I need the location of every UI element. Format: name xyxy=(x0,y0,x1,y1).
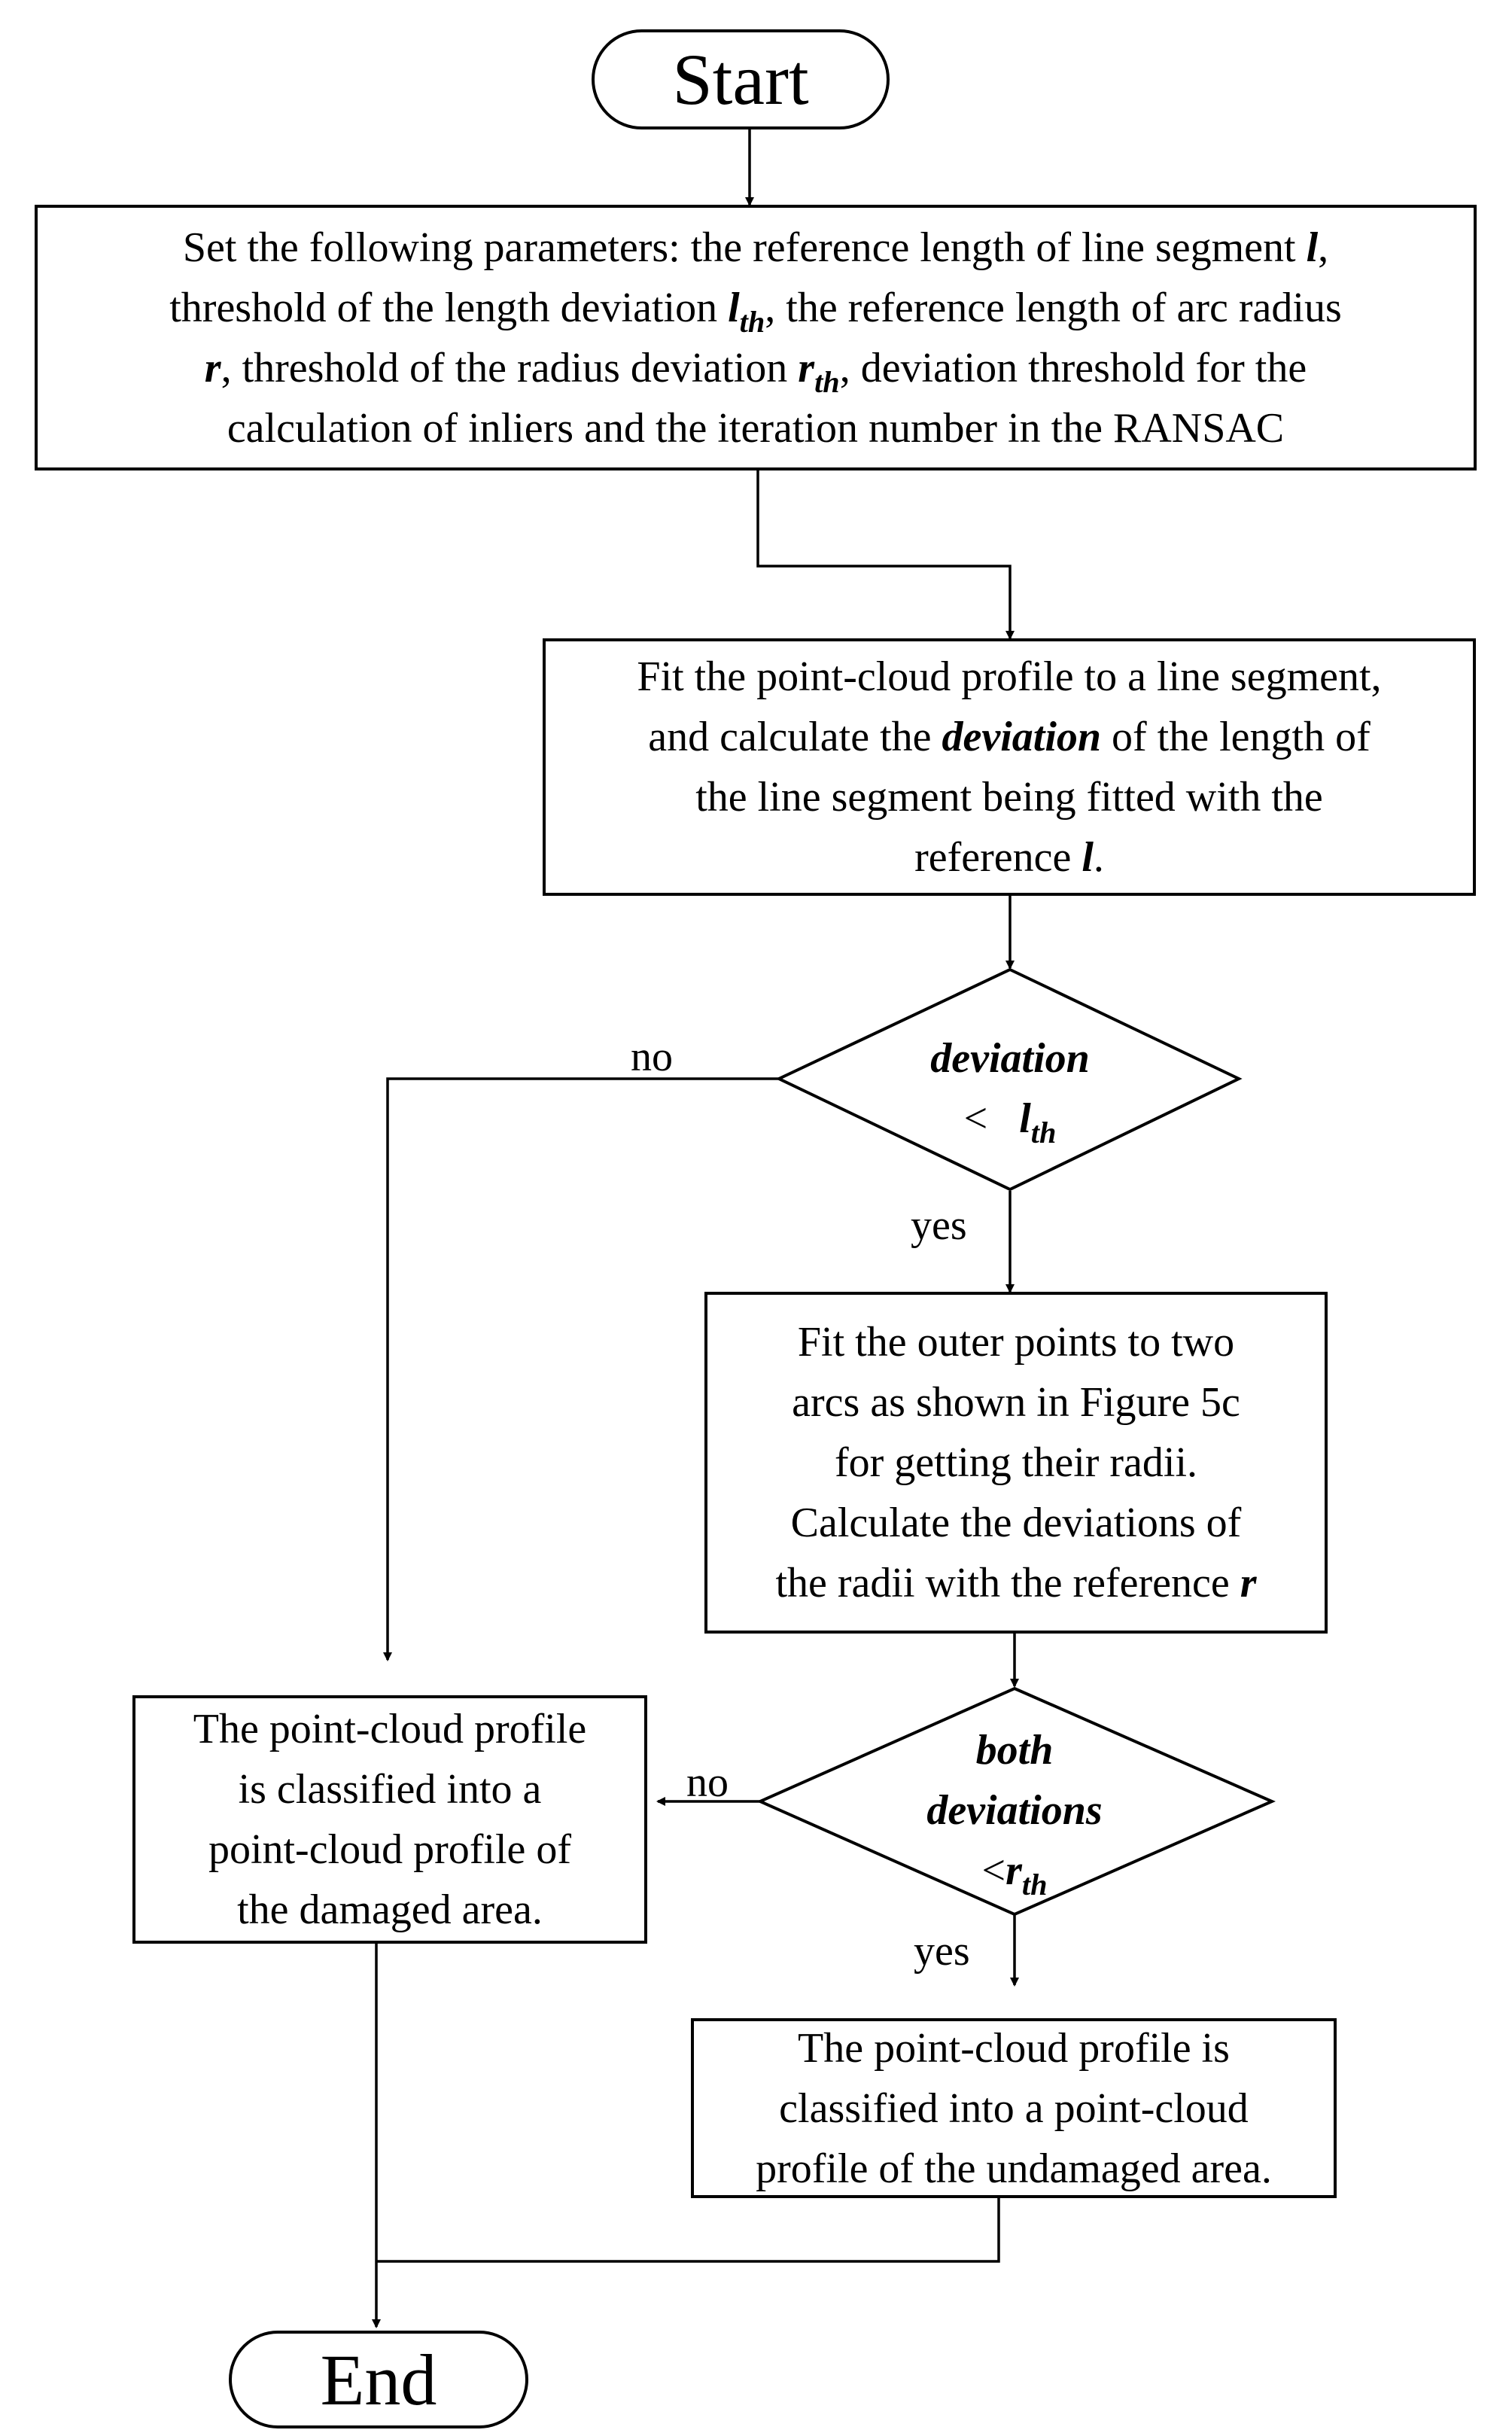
undamaged-line1: The point-cloud profile is xyxy=(798,2024,1230,2072)
line-undamaged-to-merge xyxy=(376,2198,1000,2263)
decision1-operator: < xyxy=(963,1095,988,1142)
params-text-3: threshold of the length deviation xyxy=(169,284,729,331)
fit-arcs-box: Fit the outer points to two arcs as show… xyxy=(704,1292,1328,1634)
fit-line-text: Fit the point-cloud profile to a line se… xyxy=(637,647,1381,888)
start-label: Start xyxy=(672,39,809,120)
symbol-l: l xyxy=(1306,224,1319,271)
start-terminal: Start xyxy=(592,29,890,129)
fit-line-deviation-term: deviation xyxy=(942,714,1102,760)
decision2-condition: <rth xyxy=(864,1841,1165,1901)
damaged-line3: point-cloud profile of xyxy=(208,1826,572,1873)
damaged-area-box: The point-cloud profile is classified in… xyxy=(132,1695,647,1944)
fit-line-text-3: the line segment being fitted with the xyxy=(695,774,1323,821)
fit-arcs-line2: arcs as shown in Figure 5c xyxy=(792,1379,1240,1426)
parameters-text: Set the following parameters: the refere… xyxy=(169,218,1342,458)
decision2-text: both deviations <rth xyxy=(864,1720,1165,1901)
fit-line-text-2a: and calculate the xyxy=(648,714,942,760)
params-text-6: , deviation threshold for the xyxy=(839,344,1307,391)
damaged-area-text: The point-cloud profile is classified in… xyxy=(193,1699,587,1940)
decision2-line2: deviations xyxy=(926,1787,1103,1834)
arrow-params-to-fit-line xyxy=(756,470,1015,640)
decision2-operator: < xyxy=(981,1847,1006,1894)
decision1-symbol: l xyxy=(1019,1095,1031,1142)
decision2-no-label: no xyxy=(686,1759,729,1806)
decision-diamond-1 xyxy=(775,967,1243,1192)
params-text-1: Set the following parameters: the refere… xyxy=(182,224,1307,271)
decision1-text: deviation < lth xyxy=(854,1028,1166,1149)
decision2-yes-label: yes xyxy=(914,1928,970,1975)
fit-arcs-symbol-r: r xyxy=(1240,1560,1257,1606)
decision1-yes-label: yes xyxy=(911,1202,967,1249)
decision2-line1: both xyxy=(975,1727,1054,1774)
params-text-5: , threshold of the radius deviation xyxy=(221,344,799,391)
undamaged-line3: profile of the undamaged area. xyxy=(756,2145,1272,2192)
symbol-l-th: lth xyxy=(728,284,765,339)
fit-arcs-line5: the radii with the reference xyxy=(775,1560,1240,1606)
params-text-4: , the reference length of arc radius xyxy=(765,284,1342,331)
fit-line-text-2b: of the length of xyxy=(1101,714,1371,760)
arrow-decision1-no xyxy=(383,1077,779,1661)
parameters-box: Set the following parameters: the refere… xyxy=(35,205,1477,470)
damaged-line1: The point-cloud profile xyxy=(193,1706,587,1752)
symbol-r: r xyxy=(204,344,221,391)
damaged-line4: the damaged area. xyxy=(237,1886,543,1933)
undamaged-area-text: The point-cloud profile is classified in… xyxy=(756,2018,1272,2199)
undamaged-line2: classified into a point-cloud xyxy=(779,2084,1249,2132)
fit-line-box: Fit the point-cloud profile to a line se… xyxy=(543,638,1476,896)
decision2-symbol-sub: th xyxy=(1021,1868,1048,1902)
fit-line-symbol-l: l xyxy=(1082,834,1094,881)
decision1-symbol-sub: th xyxy=(1030,1116,1057,1150)
damaged-line2: is classified into a xyxy=(238,1766,542,1813)
fit-line-text-4b: . xyxy=(1093,834,1104,881)
decision1-condition: < lth xyxy=(854,1089,1166,1149)
end-terminal: End xyxy=(229,2331,528,2428)
end-label: End xyxy=(320,2339,437,2420)
fit-line-text-4a: reference xyxy=(914,834,1082,881)
fit-arcs-line1: Fit the outer points to two xyxy=(797,1319,1235,1366)
decision2-symbol: r xyxy=(1005,1847,1022,1894)
fit-arcs-line4: Calculate the deviations of xyxy=(790,1500,1242,1546)
decision1-no-label: no xyxy=(631,1034,673,1080)
fit-arcs-line3: for getting their radii. xyxy=(834,1439,1198,1486)
params-text-7: calculation of inliers and the iteration… xyxy=(227,404,1285,452)
undamaged-area-box: The point-cloud profile is classified in… xyxy=(691,2018,1337,2198)
fit-arcs-text: Fit the outer points to two arcs as show… xyxy=(775,1312,1256,1613)
params-text-2: , xyxy=(1318,224,1329,271)
decision-diamond-2 xyxy=(756,1686,1276,1917)
decision1-line1: deviation xyxy=(930,1035,1090,1082)
symbol-r-th: rth xyxy=(798,344,840,399)
fit-line-text-1: Fit the point-cloud profile to a line se… xyxy=(637,653,1382,700)
